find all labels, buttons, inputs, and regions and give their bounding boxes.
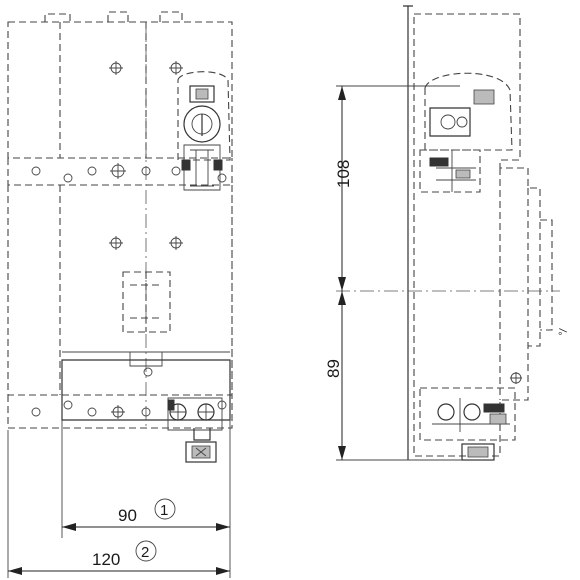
side-upper-auxiliary-contact	[424, 72, 513, 151]
side-view: °/ 108 89	[324, 5, 570, 461]
front-lower-holes	[31, 367, 227, 419]
front-upper-terminal-strip	[7, 158, 233, 186]
dimension-90-ref-circle	[154, 498, 176, 520]
side-handle-profile	[527, 188, 553, 346]
dimension-90-value: 90	[118, 506, 137, 525]
side-housing-outline	[413, 13, 541, 457]
dimension-90-ref: 1	[160, 502, 168, 519]
front-mounting-screws	[109, 61, 183, 250]
side-upper-mechanism	[419, 149, 481, 193]
front-housing-outline	[7, 21, 233, 159]
dimension-120: 120 2	[8, 540, 230, 575]
front-view: 90 1 120 2	[7, 11, 233, 578]
front-upper-auxiliary-contact	[177, 71, 231, 191]
side-lower-mechanism	[419, 372, 522, 461]
dimension-89-value: 89	[324, 359, 343, 378]
dimension-108: 108	[334, 86, 353, 291]
front-handle-frame	[122, 271, 171, 333]
front-lower-auxiliary-contact	[167, 397, 223, 463]
front-upper-rotary-knob	[183, 105, 221, 143]
front-lower-terminal-strip	[7, 395, 233, 429]
front-lower-cover-top	[62, 351, 230, 367]
dimension-108-value: 108	[334, 160, 353, 188]
side-handle-symbol: °/	[557, 327, 570, 337]
front-upper-terminal-block	[189, 85, 215, 103]
dimension-120-ref-circle	[135, 540, 157, 562]
front-upper-module	[59, 22, 147, 158]
dimension-120-ref: 2	[141, 544, 149, 561]
front-lower-terminal-block	[185, 441, 217, 463]
dimension-89: 89	[324, 291, 346, 460]
front-upper-holes	[31, 163, 227, 183]
side-upper-terminal-block	[473, 89, 495, 105]
dimension-120-value: 120	[92, 550, 120, 569]
side-mounting-plate	[403, 5, 413, 460]
dimension-90: 90 1	[62, 498, 230, 531]
side-lower-terminal-block	[461, 443, 495, 461]
front-top-tabs	[44, 11, 183, 22]
front-middle-body	[7, 185, 233, 396]
